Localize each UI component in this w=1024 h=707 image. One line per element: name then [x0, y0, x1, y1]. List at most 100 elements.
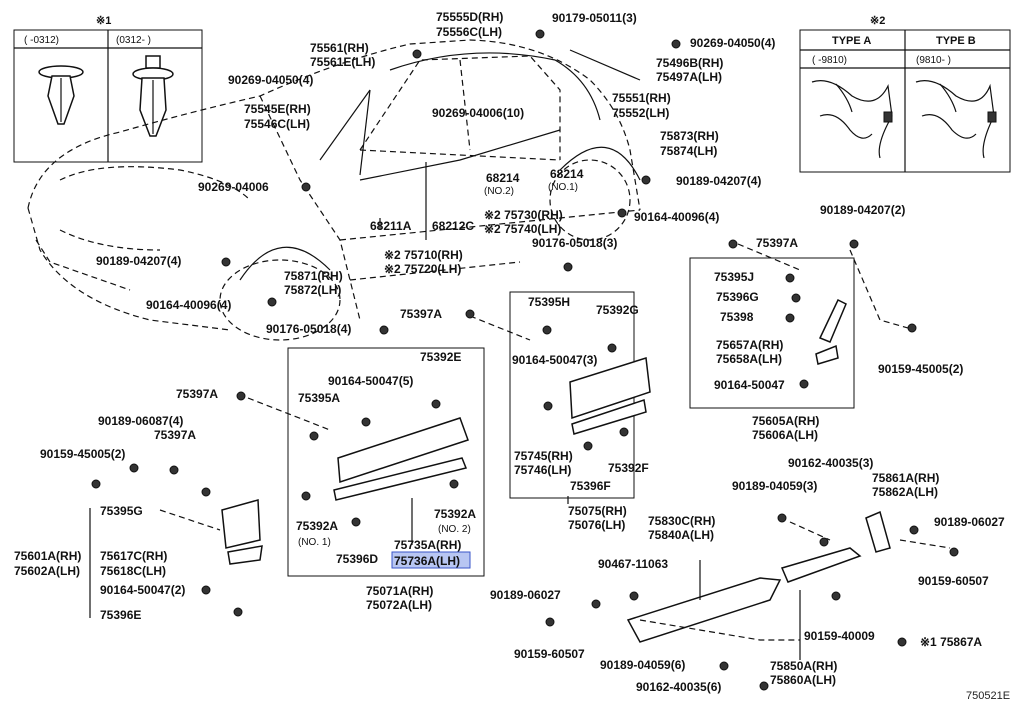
- label-68211a: 68211A: [370, 219, 412, 233]
- label-90269c: 90269-04006(10): [432, 106, 524, 120]
- label-75396e: 75396E: [100, 608, 141, 622]
- clip-icon: [543, 401, 553, 411]
- label-75602a: 75602A(LH): [14, 564, 80, 578]
- label-75605a: 75605A(RH): [752, 414, 819, 428]
- inset-clip-types: ※1 ( -0312) (0312- ): [13, 15, 203, 163]
- clip-icon: [949, 547, 959, 557]
- clip-icon: [236, 391, 246, 401]
- part-labels: 75555D(RH) 75556C(LH) 90179-05011(3) 755…: [14, 10, 1010, 702]
- label-75601a: 75601A(RH): [14, 549, 81, 563]
- label-75072a: 75072A(LH): [366, 598, 432, 612]
- label-90176b: 90176-05018(4): [266, 322, 351, 336]
- clip-icon: [607, 343, 617, 353]
- front-door-molding: [333, 417, 469, 501]
- clip-icon-b: [132, 55, 174, 137]
- clip-icon: [129, 463, 139, 473]
- label-75071a: 75071A(RH): [366, 584, 433, 598]
- clip-icon: [909, 525, 919, 535]
- label-90159a: 90159-45005(2): [878, 362, 963, 376]
- label-90467: 90467-11063: [598, 557, 668, 571]
- label-75830c: 75830C(RH): [648, 514, 715, 528]
- label-75551: 75551(RH): [612, 91, 671, 105]
- clip-icon: [617, 208, 627, 218]
- clip-icon: [563, 262, 573, 272]
- quarter-molding: [815, 298, 847, 365]
- label-75396d: 75396D: [336, 552, 378, 566]
- label-90189a: 90189-04207(4): [676, 174, 761, 188]
- clip-icon: [542, 325, 552, 335]
- quarter-molding-box: [689, 257, 855, 409]
- label-90269d: 90269-04006: [198, 180, 269, 194]
- label-75392a-1: 75392A: [296, 519, 338, 533]
- label-75861a: 75861A(RH): [872, 471, 939, 485]
- label-75395a: 75395A: [298, 391, 340, 405]
- label-68214b: 68214: [550, 167, 584, 181]
- label-75874: 75874(LH): [660, 144, 717, 158]
- label-75556c: 75556C(LH): [436, 25, 502, 39]
- label-90162b: 90162-40035(6): [636, 680, 721, 694]
- clip-icon: [301, 182, 311, 192]
- inset1-col-a: ( -0312): [24, 35, 59, 46]
- clip-icon: [728, 239, 738, 249]
- type-a-heading: TYPE A: [832, 35, 871, 47]
- label-75392a-2: 75392A: [434, 507, 476, 521]
- clip-icon: [819, 537, 829, 547]
- clip-icon: [169, 465, 179, 475]
- label-75860a: 75860A(LH): [770, 673, 836, 687]
- label-75396f: 75396F: [570, 479, 611, 493]
- label-75075: 75075(RH): [568, 504, 627, 518]
- label-75392f: 75392F: [608, 461, 649, 475]
- clip-icon: [379, 325, 389, 335]
- label-75862a: 75862A(LH): [872, 485, 938, 499]
- label-90179: 90179-05011(3): [552, 11, 637, 25]
- label-75720: ※2 75720(LH): [384, 262, 461, 276]
- clip-icon: [201, 487, 211, 497]
- inset1-col-b: (0312- ): [116, 35, 151, 46]
- label-75396g: 75396G: [716, 290, 759, 304]
- label-75710: ※2 75710(RH): [384, 248, 463, 262]
- label-75395g: 75395G: [100, 504, 143, 518]
- vehicle-outline: [27, 39, 641, 341]
- diagram-code: 750521E: [966, 690, 1010, 702]
- label-75497a: 75497A(LH): [656, 70, 722, 84]
- type-b-heading: TYPE B: [936, 35, 976, 47]
- label-90164e: 90164-50047: [714, 378, 785, 392]
- label-75740: ※2 75740(LH): [484, 222, 561, 236]
- label-75735a: 75735A(RH): [394, 538, 461, 552]
- clip-icon: [91, 479, 101, 489]
- clip-icon: [759, 681, 769, 691]
- label-75736a: 75736A(LH): [394, 554, 460, 568]
- clip-icon: [351, 517, 361, 527]
- label-75867a: ※1 75867A: [920, 635, 982, 649]
- label-75618c: 75618C(LH): [100, 564, 166, 578]
- label-75076: 75076(LH): [568, 518, 625, 532]
- label-75546c: 75546C(LH): [244, 117, 310, 131]
- label-90164f: 90164-50047(2): [100, 583, 185, 597]
- clip-icon: [221, 257, 231, 267]
- label-75730: ※2 75730(RH): [484, 208, 563, 222]
- clip-icon: [583, 441, 593, 451]
- label-75397a-4: 75397A: [154, 428, 196, 442]
- label-90164a: 90164-40096(4): [634, 210, 719, 224]
- clip-icon: [831, 591, 841, 601]
- clip-icon: [785, 313, 795, 323]
- label-90164d: 90164-50047(5): [328, 374, 413, 388]
- label-90162a: 90162-40035(3): [788, 456, 873, 470]
- clip-icon: [777, 513, 787, 523]
- label-75392a-1-sub: (NO. 1): [298, 537, 331, 548]
- clip-icon: [233, 607, 243, 617]
- label-75561e: 75561E(LH): [310, 55, 375, 69]
- inset2-mark: ※2: [870, 15, 885, 27]
- clip-icon: [201, 585, 211, 595]
- clip-icon: [907, 323, 917, 333]
- clip-icon: [671, 39, 681, 49]
- clip-icon: [535, 29, 545, 39]
- label-75871: 75871(RH): [284, 269, 343, 283]
- label-75395j: 75395J: [714, 270, 754, 284]
- label-90189e: 90189-04059(3): [732, 479, 817, 493]
- label-75392a-2-sub: (NO. 2): [438, 524, 471, 535]
- label-75397a-2: 75397A: [400, 307, 442, 321]
- clip-icon: [309, 431, 319, 441]
- label-90189f: 90189-06027: [934, 515, 1005, 529]
